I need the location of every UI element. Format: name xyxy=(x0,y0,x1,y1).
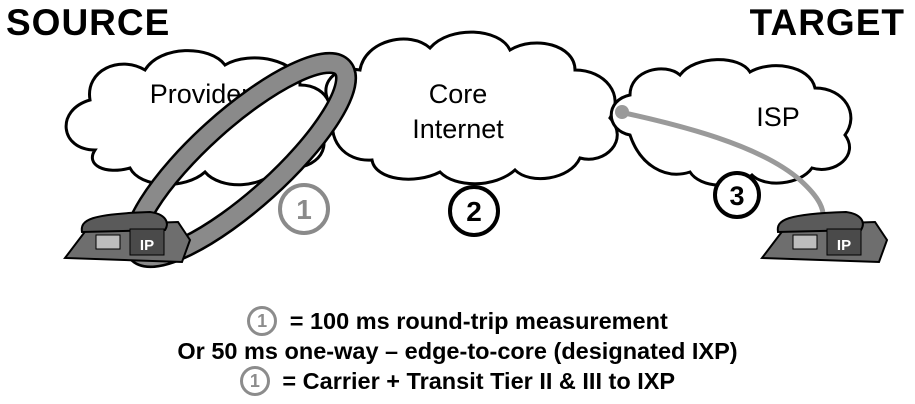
source-phone-tag: IP xyxy=(140,237,154,254)
target-ip-phone: IP xyxy=(760,210,889,264)
source-label: SOURCE xyxy=(6,2,171,43)
isp-link-line xyxy=(619,109,826,223)
target-label: TARGET xyxy=(749,2,905,43)
segment-1-badge: 1 xyxy=(278,183,330,235)
legend-line-1: 1 = 100 ms round-trip measurement xyxy=(0,305,915,336)
core-internet-cloud: Core Internet xyxy=(324,30,619,186)
legend-3-text: = Carrier + Transit Tier II & III to IXP xyxy=(282,368,676,394)
legend-2-text: Or 50 ms one-way – edge-to-core (designa… xyxy=(177,338,738,364)
legend-1-text: = 100 ms round-trip measurement xyxy=(289,308,668,334)
source-ip-phone: IP xyxy=(63,210,192,264)
segment-3-badge: 3 xyxy=(713,171,761,219)
isp-label: ISP xyxy=(756,102,800,132)
core-edge-node xyxy=(615,105,629,119)
legend-line-3: 1 = Carrier + Transit Tier II & III to I… xyxy=(0,365,915,396)
core-label-line1: Core xyxy=(429,79,488,109)
legend-3-badge: 1 xyxy=(239,365,270,396)
segment-2-number: 2 xyxy=(466,196,482,227)
segment-2-badge: 2 xyxy=(448,185,500,237)
segment-3-number: 3 xyxy=(729,181,744,211)
legend-1-badge: 1 xyxy=(247,305,278,336)
isp-cloud: ISP xyxy=(609,58,853,187)
network-diagram: Provider Core Internet ISP IP IP 1 xyxy=(63,30,889,269)
legend-line-2: Or 50 ms one-way – edge-to-core (designa… xyxy=(0,336,915,366)
target-phone-tag: IP xyxy=(837,237,851,254)
segment-1-number: 1 xyxy=(296,194,312,225)
core-label-line2: Internet xyxy=(412,114,504,144)
